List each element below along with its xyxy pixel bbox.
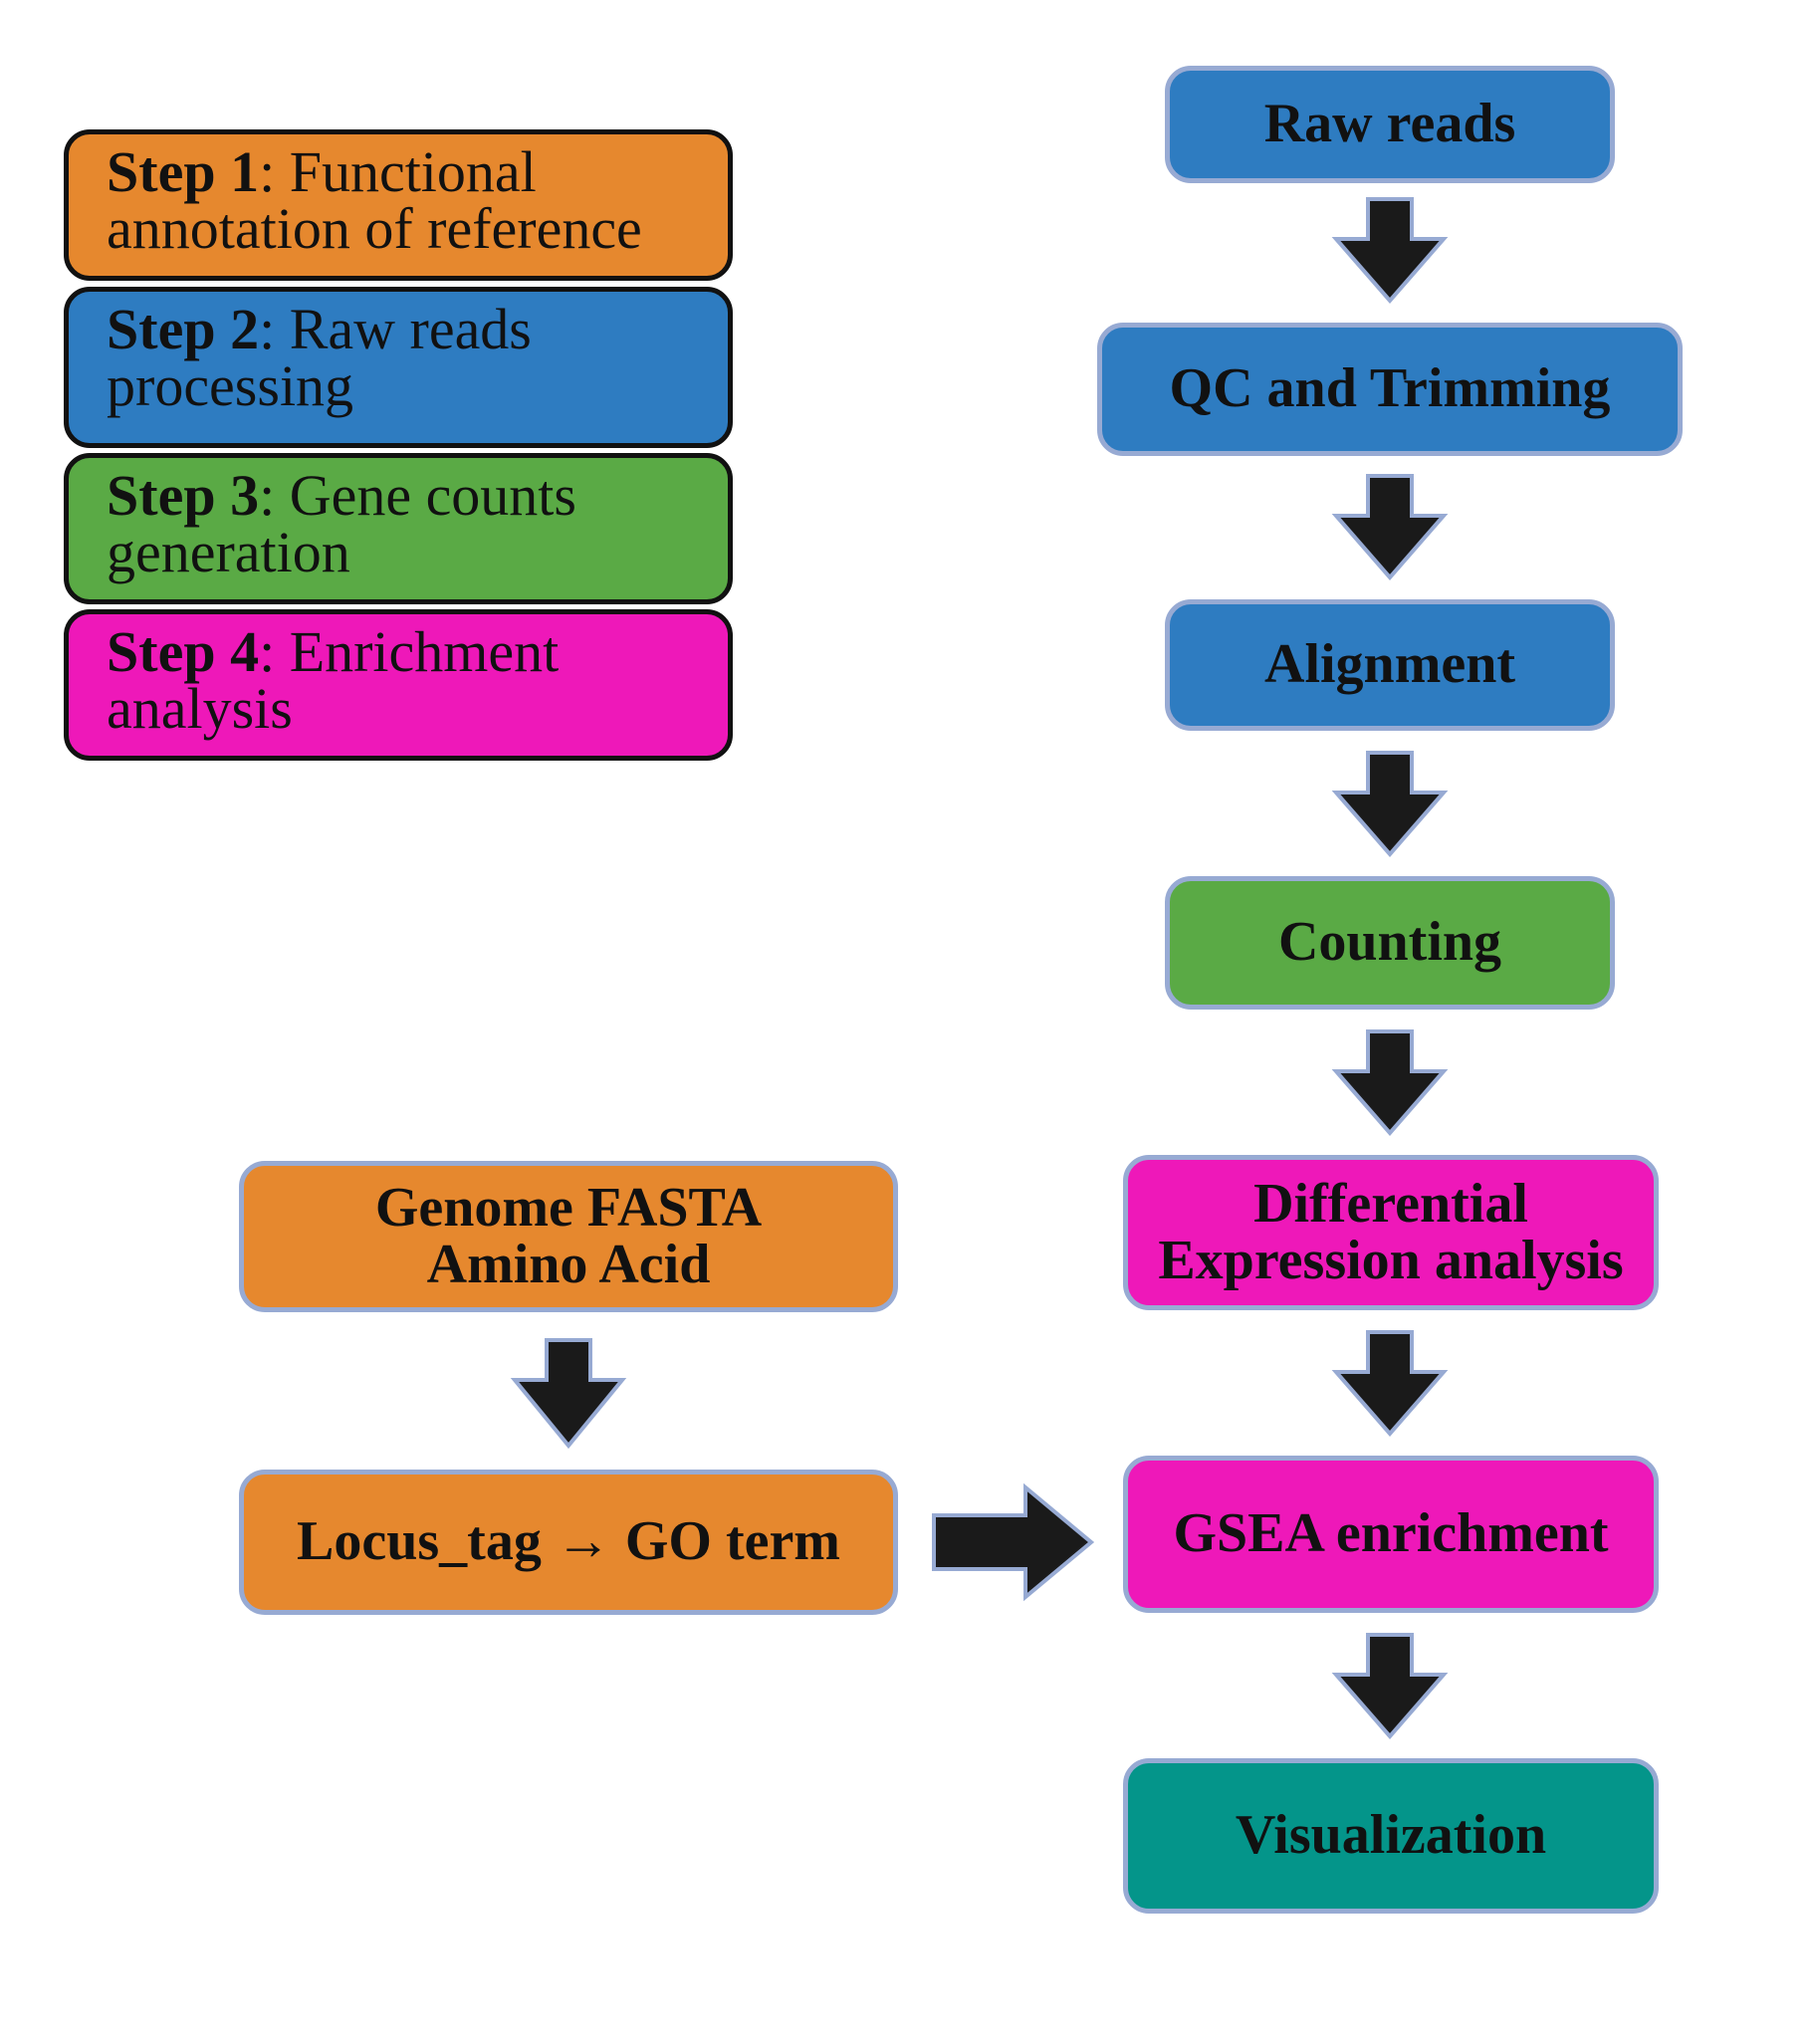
legend-step-4: Step 4: Enrichment analysis bbox=[64, 609, 733, 761]
legend-step-3-label: Step 3 bbox=[107, 463, 260, 528]
legend-step-1: Step 1: Functional annotation of referen… bbox=[64, 129, 733, 281]
legend-step-1-label: Step 1 bbox=[107, 139, 260, 204]
alignment-label: Alignment bbox=[1264, 633, 1515, 696]
genome-fasta-line1: Genome FASTA bbox=[374, 1176, 763, 1239]
counting-label: Counting bbox=[1277, 911, 1502, 974]
locus-tag-go-term-label: Locus_tag → GO term bbox=[297, 1510, 840, 1573]
differential-expression-box: Differential Expression analysis bbox=[1123, 1155, 1659, 1310]
arrow-down-icon bbox=[1331, 1633, 1449, 1740]
arrow-down-icon bbox=[1331, 1029, 1449, 1137]
legend-step-3-text: : Gene counts generation bbox=[107, 463, 576, 584]
arrow-right-icon bbox=[932, 1482, 1095, 1602]
qc-trimming-box: QC and Trimming bbox=[1097, 323, 1683, 456]
legend-step-4-text: : Enrichment analysis bbox=[107, 619, 560, 741]
gsea-enrichment-label: GSEA enrichment bbox=[1173, 1502, 1609, 1565]
counting-box: Counting bbox=[1165, 876, 1615, 1010]
arrow-down-icon bbox=[1331, 1330, 1449, 1438]
alignment-box: Alignment bbox=[1165, 599, 1615, 731]
raw-reads-label: Raw reads bbox=[1263, 93, 1516, 155]
differential-label-line2: Expression analysis bbox=[1158, 1230, 1624, 1291]
differential-label-line1: Differential bbox=[1253, 1172, 1528, 1235]
legend-step-1-text: : Functional annotation of reference bbox=[107, 139, 642, 261]
arrow-down-icon bbox=[1331, 474, 1449, 581]
visualization-box: Visualization bbox=[1123, 1758, 1659, 1914]
genome-fasta-line2: Amino Acid bbox=[426, 1234, 711, 1295]
arrow-down-icon bbox=[510, 1338, 627, 1450]
arrow-down-icon bbox=[1331, 751, 1449, 858]
locus-tag-go-term-box: Locus_tag → GO term bbox=[239, 1470, 898, 1615]
arrow-down-icon bbox=[1331, 197, 1449, 305]
legend-step-2-label: Step 2 bbox=[107, 297, 260, 361]
legend-step-3: Step 3: Gene counts generation bbox=[64, 453, 733, 604]
genome-fasta-box: Genome FASTA Amino Acid bbox=[239, 1161, 898, 1312]
legend-step-2: Step 2: Raw reads processing bbox=[64, 287, 733, 448]
gsea-enrichment-box: GSEA enrichment bbox=[1123, 1456, 1659, 1613]
raw-reads-box: Raw reads bbox=[1165, 66, 1615, 183]
legend-step-4-label: Step 4 bbox=[107, 619, 260, 684]
visualization-label: Visualization bbox=[1235, 1804, 1547, 1867]
legend-step-2-text: : Raw reads processing bbox=[107, 297, 532, 418]
qc-trimming-label: QC and Trimming bbox=[1169, 357, 1611, 420]
